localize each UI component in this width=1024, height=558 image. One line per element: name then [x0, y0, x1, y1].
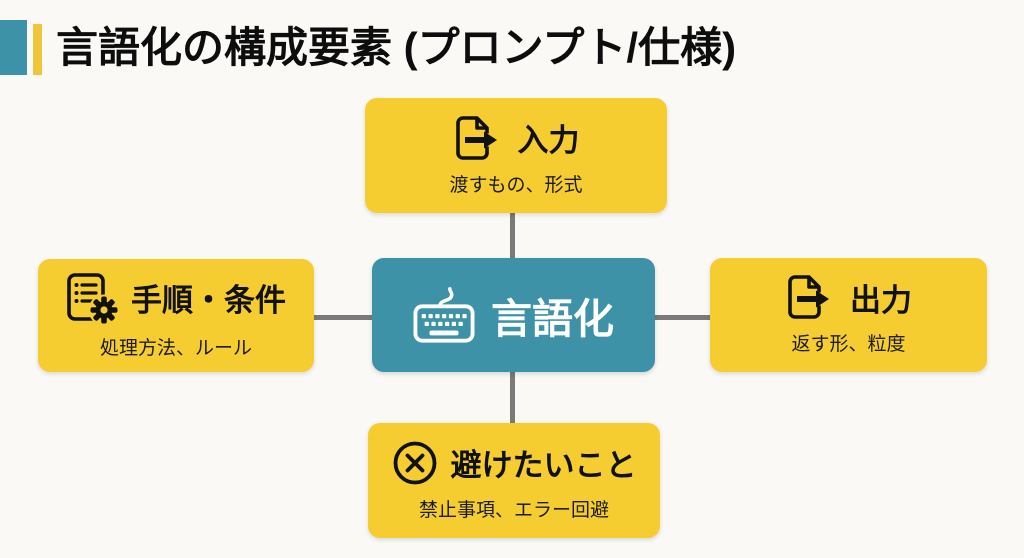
list-gear-icon [66, 272, 118, 324]
node-steps: 手順・条件 処理方法、ルール [38, 259, 314, 372]
keyboard-icon [413, 286, 475, 344]
connector-center-to-input [510, 212, 515, 259]
node-input-sub: 渡すもの、形式 [449, 174, 583, 196]
connector-center-to-avoid [510, 371, 515, 424]
node-output: 出力 返す形、粒度 [710, 258, 987, 372]
page-title: 言語化の構成要素 (プロンプト/仕様) [56, 24, 737, 71]
connector-center-to-steps [312, 315, 373, 320]
circle-x-icon [392, 440, 438, 486]
node-steps-label: 手順・条件 [131, 283, 286, 318]
node-center-label: 言語化 [491, 296, 614, 342]
title-marker-yellow [33, 24, 42, 75]
node-avoid-label: 避けたいこと [450, 448, 637, 483]
node-avoid: 避けたいこと 禁止事項、エラー回避 [368, 423, 660, 538]
connector-center-to-output [654, 315, 711, 320]
node-steps-sub: 処理方法、ルール [99, 337, 252, 359]
node-input: 入力 渡すもの、形式 [365, 98, 667, 213]
node-avoid-sub: 禁止事項、エラー回避 [418, 499, 609, 521]
title-marker-teal [0, 20, 27, 75]
node-output-sub: 返す形、粒度 [791, 334, 906, 355]
file-export-icon [453, 115, 505, 161]
node-output-label: 出力 [850, 282, 912, 318]
node-input-label: 入力 [517, 123, 580, 158]
file-export-icon [785, 274, 837, 320]
node-center: 言語化 [372, 258, 655, 372]
